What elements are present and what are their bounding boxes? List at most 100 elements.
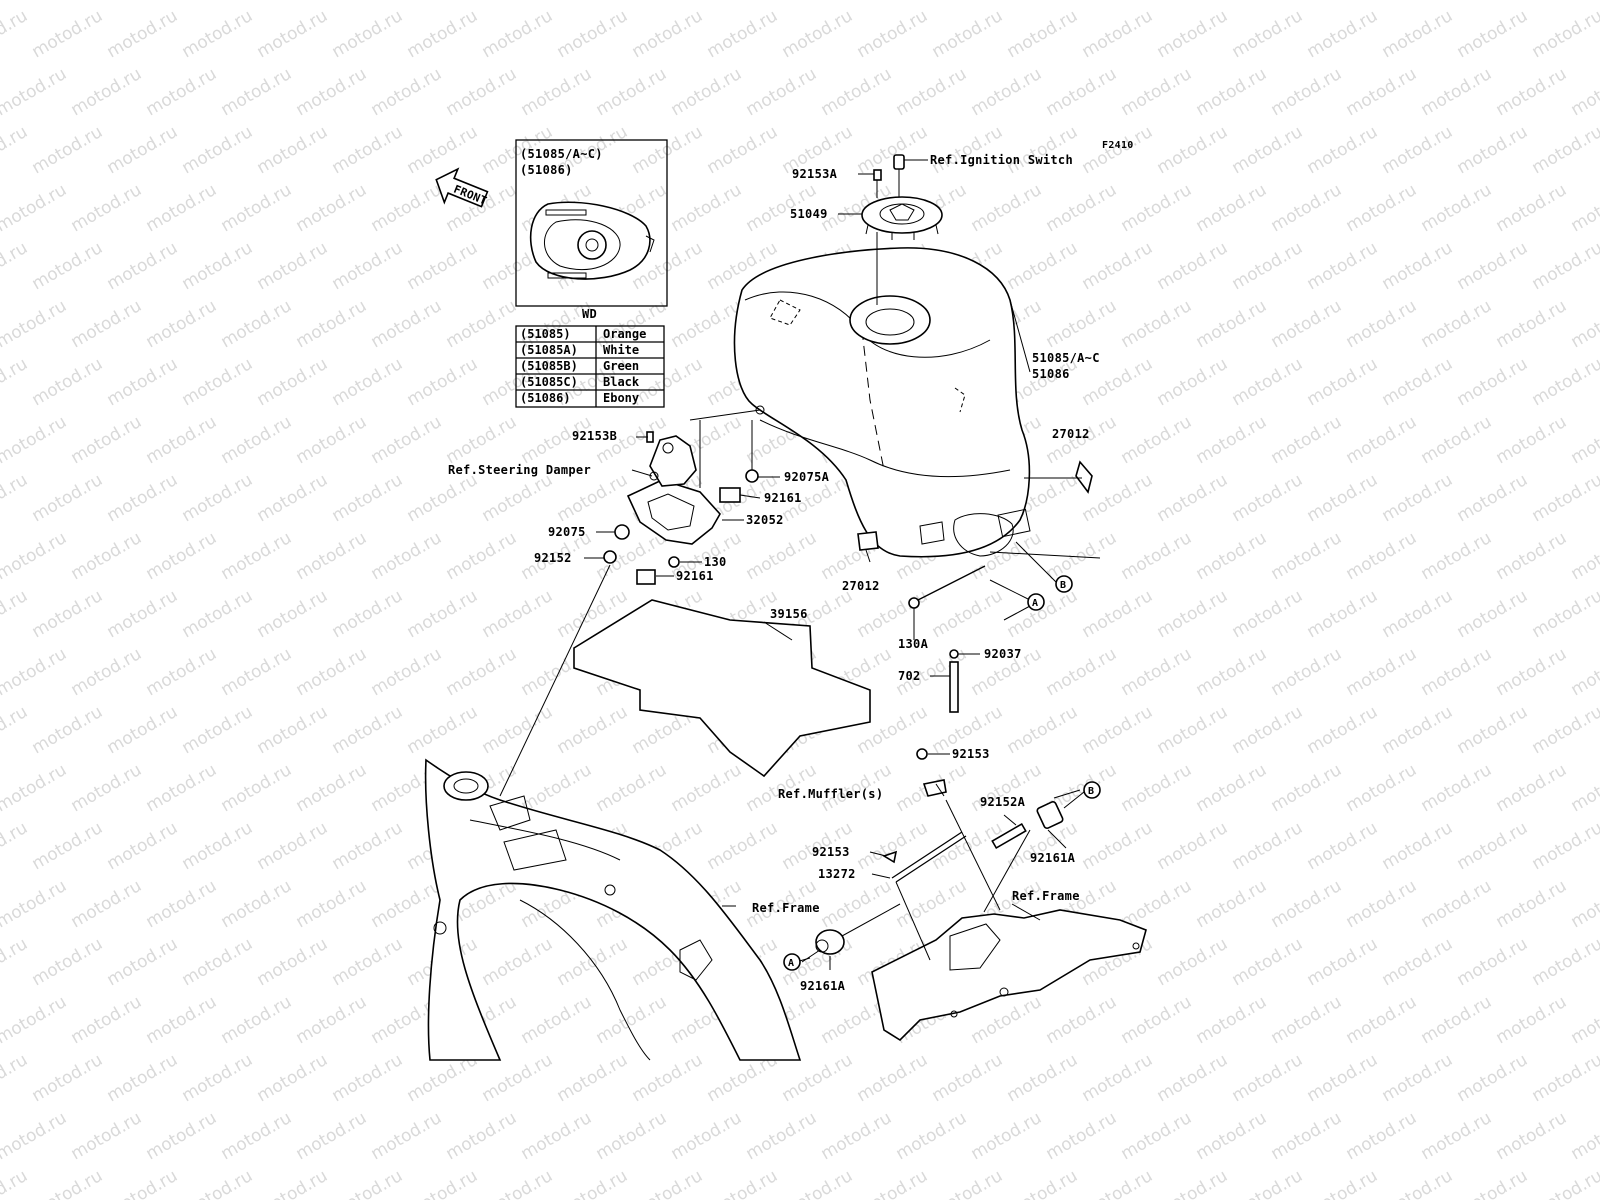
watermark-text: motod.ru xyxy=(443,0,521,4)
watermark-text: motod.ru xyxy=(143,644,221,700)
watermark-text: motod.ru xyxy=(404,238,482,294)
watermark-text: motod.ru xyxy=(1568,1108,1600,1164)
watermark-text: motod.ru xyxy=(443,528,521,584)
watermark-text: motod.ru xyxy=(254,702,332,758)
watermark-text: motod.ru xyxy=(29,122,107,178)
watermark-text: motod.ru xyxy=(68,0,146,4)
watermark-text: motod.ru xyxy=(1343,992,1421,1048)
watermark-text: motod.ru xyxy=(1229,586,1307,642)
watermark-text: motod.ru xyxy=(0,6,31,62)
watermark-text: motod.ru xyxy=(179,818,257,874)
watermark-text: motod.ru xyxy=(1154,238,1232,294)
watermark-text: motod.ru xyxy=(0,0,70,4)
table-row-color: Green xyxy=(603,359,639,373)
watermark-text: motod.ru xyxy=(1304,238,1382,294)
watermark-text: motod.ru xyxy=(593,64,671,120)
watermark-text: motod.ru xyxy=(1193,528,1271,584)
watermark-text: motod.ru xyxy=(1118,412,1196,468)
watermark-text: motod.ru xyxy=(1043,296,1121,352)
pad-39156 xyxy=(573,599,871,778)
muffler-clip xyxy=(922,779,947,797)
callout-b-upper: B xyxy=(1055,575,1073,593)
watermark-text: motod.ru xyxy=(1379,818,1457,874)
watermark-text: motod.ru xyxy=(1454,702,1532,758)
watermark-text: motod.ru xyxy=(1268,0,1346,4)
watermark-text: motod.ru xyxy=(1529,1050,1600,1106)
watermark-text: motod.ru xyxy=(1004,6,1082,62)
watermark-text: motod.ru xyxy=(518,64,596,120)
watermark-text: motod.ru xyxy=(1454,934,1532,990)
watermark-text: motod.ru xyxy=(1418,180,1496,236)
watermark-text: motod.ru xyxy=(1268,412,1346,468)
watermark-text: motod.ru xyxy=(854,6,932,62)
watermark-text: motod.ru xyxy=(404,1166,482,1200)
watermark-text: motod.ru xyxy=(179,1050,257,1106)
watermark-text: motod.ru xyxy=(1418,1108,1496,1164)
watermark-text: motod.ru xyxy=(668,760,746,816)
label-32052: 32052 xyxy=(746,513,784,527)
watermark-text: motod.ru xyxy=(1418,296,1496,352)
watermark-text: motod.ru xyxy=(629,6,707,62)
watermark-text: motod.ru xyxy=(254,6,332,62)
label-130A: 130A xyxy=(898,637,929,651)
watermark-text: motod.ru xyxy=(1268,1108,1346,1164)
watermark-text: motod.ru xyxy=(143,876,221,932)
watermark-text: motod.ru xyxy=(629,1166,707,1200)
watermark-text: motod.ru xyxy=(443,644,521,700)
table-row-color: White xyxy=(603,343,639,357)
watermark-text: motod.ru xyxy=(1418,64,1496,120)
watermark-text: motod.ru xyxy=(0,586,31,642)
label-92153-lower: 92153 xyxy=(812,845,850,859)
watermark-text: motod.ru xyxy=(104,702,182,758)
watermark-text: motod.ru xyxy=(1304,1050,1382,1106)
watermark-text: motod.ru xyxy=(1193,296,1271,352)
watermark-text: motod.ru xyxy=(1568,296,1600,352)
watermark-text: motod.ru xyxy=(218,180,296,236)
table-row-color: Orange xyxy=(603,327,646,341)
watermark-text: motod.ru xyxy=(1529,934,1600,990)
watermark-text: motod.ru xyxy=(1493,644,1571,700)
watermark-text: motod.ru xyxy=(818,876,896,932)
watermark-text: motod.ru xyxy=(293,644,371,700)
watermark-text: motod.ru xyxy=(179,6,257,62)
watermark-text: motod.ru xyxy=(179,238,257,294)
watermark-text: motod.ru xyxy=(1154,470,1232,526)
callout-label: A xyxy=(1032,598,1038,609)
watermark-text: motod.ru xyxy=(1493,296,1571,352)
collar-92152A xyxy=(991,822,1027,850)
bolt-92153A xyxy=(873,169,882,186)
watermark-text: motod.ru xyxy=(1304,470,1382,526)
watermark-text: motod.ru xyxy=(1004,1050,1082,1106)
watermark-text: motod.ru xyxy=(443,412,521,468)
collar-92152 xyxy=(603,550,617,564)
watermark-text: motod.ru xyxy=(0,180,70,236)
collar-92075 xyxy=(614,524,630,540)
label-ref-muffler: Ref.Muffler(s) xyxy=(778,787,883,801)
watermark-text: motod.ru xyxy=(1193,760,1271,816)
watermark-text: motod.ru xyxy=(218,528,296,584)
label-51086: 51086 xyxy=(1032,367,1070,381)
watermark-text: motod.ru xyxy=(29,702,107,758)
watermark-text: motod.ru xyxy=(1118,1108,1196,1164)
watermark-text: motod.ru xyxy=(1229,702,1307,758)
watermark-text: motod.ru xyxy=(104,6,182,62)
watermark-text: motod.ru xyxy=(218,644,296,700)
watermark-text: motod.ru xyxy=(293,992,371,1048)
watermark-text: motod.ru xyxy=(1379,238,1457,294)
watermark-text: motod.ru xyxy=(143,1108,221,1164)
watermark-text: motod.ru xyxy=(1118,0,1196,4)
watermark-text: motod.ru xyxy=(179,470,257,526)
watermark-text: motod.ru xyxy=(1379,702,1457,758)
label-ref-steering-damper: Ref.Steering Damper xyxy=(448,463,591,477)
pin-702 xyxy=(949,661,959,713)
watermark-text: motod.ru xyxy=(479,1166,557,1200)
watermark-text: motod.ru xyxy=(254,238,332,294)
fuel-tank xyxy=(733,247,1031,558)
watermark-text: motod.ru xyxy=(0,354,31,410)
table-row-part: (51085A) xyxy=(520,343,578,357)
watermark-text: motod.ru xyxy=(779,1166,857,1200)
watermark-text: motod.ru xyxy=(593,760,671,816)
label-92161A-bottom: 92161A xyxy=(800,979,846,993)
watermark-text: motod.ru xyxy=(1268,644,1346,700)
watermark-text: motod.ru xyxy=(104,470,182,526)
